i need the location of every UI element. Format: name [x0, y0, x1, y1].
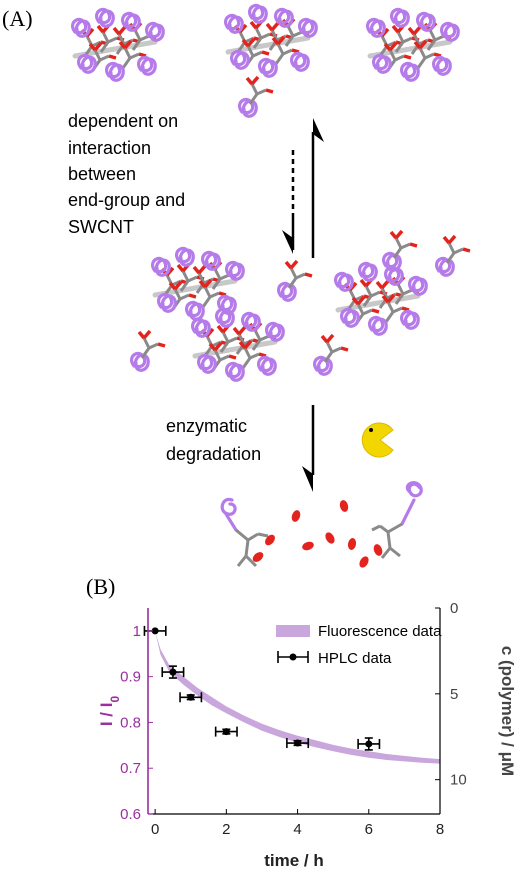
- panel-label-a: (A): [2, 6, 33, 31]
- scheme-top-clusters: [73, 5, 459, 116]
- hplc-point: [161, 665, 185, 679]
- nanotube-cluster-icon: [153, 248, 244, 319]
- oxidized-fragments: [252, 500, 383, 568]
- hplc-point: [286, 738, 310, 749]
- nanotube-cluster-icon: [73, 9, 164, 80]
- x-tick-labels: 0 2 4 6 8: [151, 809, 444, 838]
- x-tick-label: 8: [436, 821, 444, 838]
- left-y-tick-labels: 0.6 0.7 0.8 0.9 1: [120, 623, 153, 823]
- hplc-point: [143, 625, 167, 636]
- scheme-middle-clusters: [132, 231, 470, 380]
- equilibrium-caption: dependent on interaction between end-gro…: [68, 111, 185, 237]
- degradation-products: [220, 481, 423, 568]
- legend-label-hplc: HPLC data: [318, 650, 392, 667]
- left-y-axis-label-sub: 0: [108, 696, 122, 703]
- hplc-point: [357, 737, 381, 751]
- legend-swatch-hplc: [277, 651, 309, 663]
- right-y-tick-label: 10: [450, 772, 467, 789]
- plot-area: [148, 608, 440, 814]
- down-arrow-icon: [302, 405, 315, 492]
- left-y-tick-label: 0.8: [120, 714, 141, 731]
- equilibrium-line-5: SWCNT: [68, 217, 134, 237]
- nanotube-cluster-icon: [368, 9, 459, 80]
- left-y-tick-label: 1: [133, 623, 141, 640]
- polymer-coil-icon: [437, 236, 470, 275]
- nanotube-cluster-icon: [226, 5, 317, 76]
- x-tick-label: 4: [293, 821, 301, 838]
- x-tick-label: 0: [151, 821, 159, 838]
- hplc-point: [179, 692, 203, 703]
- enzyme-line-1: enzymatic: [166, 416, 247, 436]
- x-axis-label: time / h: [264, 851, 324, 870]
- polymer-coil-icon: [279, 261, 312, 300]
- left-y-tick-label: 0.7: [120, 760, 141, 777]
- chart-legend: Fluorescence data HPLC data: [276, 623, 442, 667]
- polymer-coil-icon: [384, 231, 417, 270]
- left-y-axis-label-main: I / I: [97, 703, 116, 727]
- right-y-tick-labels: 0 5 10: [435, 600, 467, 789]
- pacman-enzyme-icon: [361, 422, 394, 458]
- polymer-coil-icon: [240, 77, 273, 116]
- x-tick-label: 2: [222, 821, 230, 838]
- polymer-coil-icon: [132, 331, 165, 370]
- polymer-coil-icon: [371, 481, 423, 559]
- enzyme-caption: enzymatic degradation: [166, 416, 261, 464]
- equilibrium-line-2: interaction: [68, 138, 151, 158]
- polymer-coil-icon: [315, 335, 348, 374]
- left-y-axis-label: I / I0: [97, 696, 122, 727]
- right-y-axis-label: c (polymer) / μM: [498, 646, 517, 776]
- equilibrium-line-3: between: [68, 164, 136, 184]
- legend-label-fluorescence: Fluorescence data: [318, 623, 442, 640]
- legend-swatch-fluorescence: [276, 625, 310, 637]
- polymer-coil-icon: [220, 497, 269, 568]
- fluorescence-band-area: [155, 630, 440, 764]
- panel-label-b: (B): [86, 574, 115, 599]
- equilibrium-line-1: dependent on: [68, 111, 178, 131]
- right-y-tick-label: 0: [450, 600, 458, 617]
- left-y-tick-label: 0.6: [120, 806, 141, 823]
- left-y-tick-label: 0.9: [120, 669, 141, 686]
- right-y-tick-label: 5: [450, 686, 458, 703]
- enzyme-line-2: degradation: [166, 444, 261, 464]
- nanotube-cluster-icon: [336, 263, 427, 334]
- equilibrium-line-4: end-group and: [68, 190, 185, 210]
- hplc-point: [214, 726, 238, 737]
- hplc-series: [143, 625, 381, 751]
- fluorescence-band: [155, 630, 440, 764]
- double-equilibrium-arrow-icon: [282, 118, 324, 258]
- nanotube-cluster-icon: [193, 309, 284, 380]
- x-tick-label: 6: [365, 821, 373, 838]
